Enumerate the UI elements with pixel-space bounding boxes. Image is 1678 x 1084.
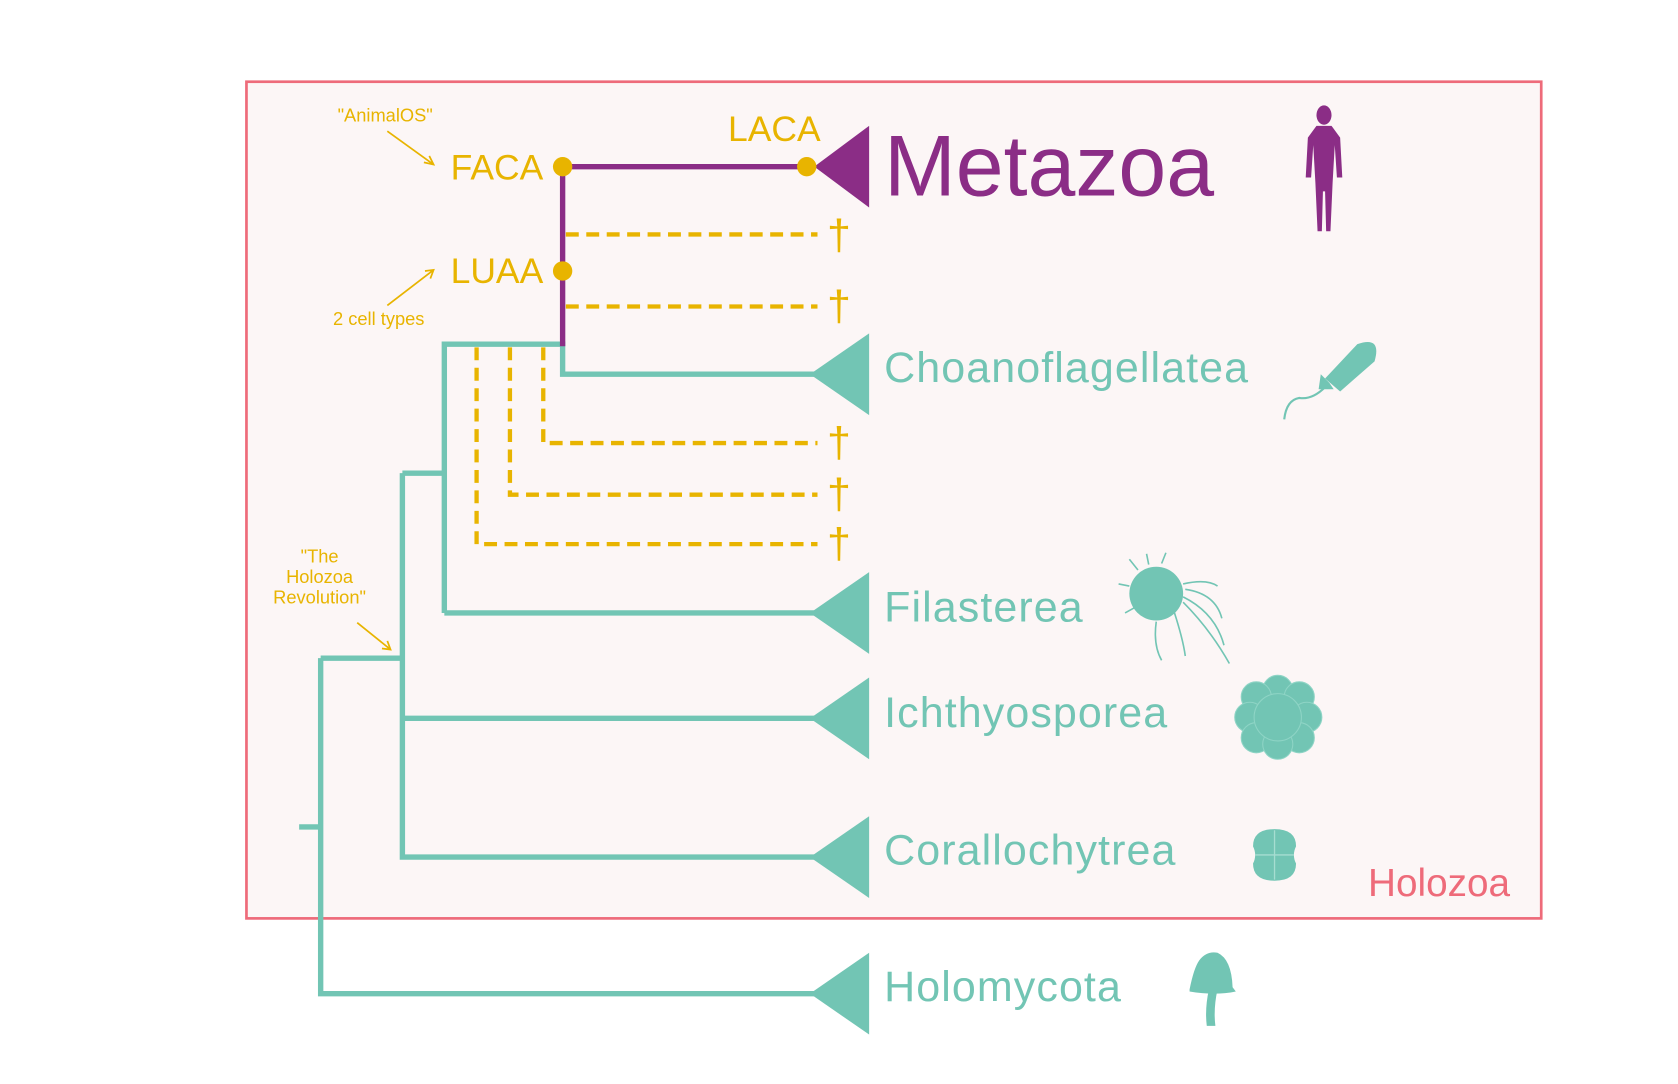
ichthyosporean-cluster-icon [1234, 674, 1323, 760]
extinct-branch [507, 347, 818, 497]
filasterean-cell-icon [1118, 552, 1231, 664]
holozoa-label: Holozoa [1368, 862, 1510, 905]
extinct-dagger: † [827, 471, 851, 519]
clade-label-metazoa: Metazoa [884, 119, 1214, 215]
arrow-icon [386, 268, 435, 307]
faca-node [552, 157, 573, 177]
extinct-dagger: † [827, 211, 851, 259]
clade-triangle [809, 572, 870, 654]
clade-triangle [809, 677, 870, 760]
extinct-branch [541, 347, 818, 446]
clade-triangle [809, 816, 870, 898]
two-cell-types-annotation: 2 cell types [333, 308, 424, 329]
arrow-icon [386, 130, 436, 166]
clade-triangle [809, 952, 870, 1035]
extinct-dagger: † [827, 419, 851, 467]
extinct-dagger: † [827, 520, 851, 568]
revolution-annotation-line: Holozoa [286, 566, 354, 587]
corallochytrean-cell-icon [1253, 829, 1297, 881]
luaa-node [552, 261, 573, 281]
extinct-dagger: † [827, 282, 851, 330]
animalos-annotation: "AnimalOS" [338, 105, 433, 126]
laca-node [797, 157, 817, 177]
clade-label-ichthyosporea: Ichthyosporea [884, 689, 1168, 737]
clade-label-filasterea: Filasterea [884, 584, 1084, 632]
revolution-annotation-line: "The [301, 545, 339, 566]
metazoa-clade-triangle [814, 125, 870, 208]
revolution-annotation-line: Revolution" [273, 586, 366, 607]
luaa-label: LUAA [451, 251, 544, 291]
human-icon [1305, 105, 1343, 232]
arrow-icon [356, 621, 392, 651]
holozoa-box [245, 80, 1543, 920]
clade-label-choanoflagellatea: Choanoflagellatea [884, 344, 1249, 392]
choanoflagellate-icon [1283, 341, 1377, 420]
mushroom-icon [1189, 952, 1236, 1026]
laca-label: LACA [728, 109, 821, 149]
clade-triangle [809, 333, 870, 416]
clade-label-holomycota: Holomycota [884, 963, 1122, 1011]
clade-label-corallochytrea: Corallochytrea [884, 827, 1176, 875]
faca-label: FACA [451, 148, 544, 188]
